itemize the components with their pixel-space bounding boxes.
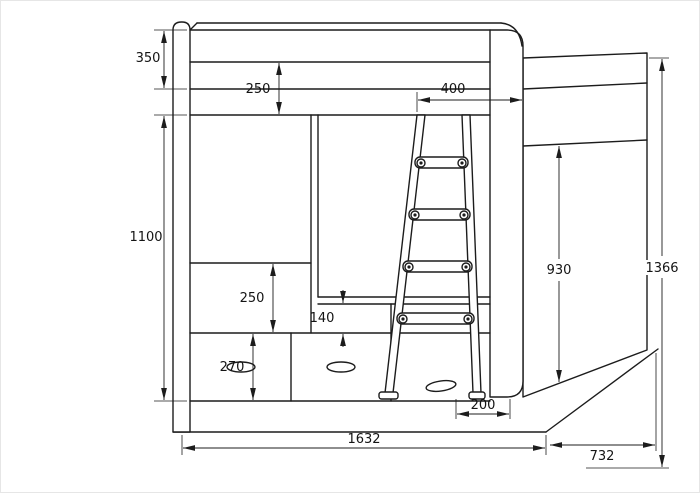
dim-label-upper-drawer: 250 [240,291,265,306]
dim-label-overall-height: 1366 [645,261,678,276]
ladder-rung [402,260,473,273]
ladder-foot [378,391,399,400]
dim-label-ladder-offset: 200 [471,398,496,413]
bolt-icons [398,158,473,324]
bolt-icon [463,314,473,324]
dim-label-rear-height: 930 [547,263,572,278]
bolt-icon [413,213,417,217]
extension-lines [154,29,669,469]
ladder-rung [396,312,475,325]
dim-label-guard-height: 250 [246,82,271,97]
ladder-rung [414,156,469,169]
base [172,348,659,433]
dim-label-overall-depth: 732 [590,449,615,464]
bolt-icon [398,314,408,324]
dimension-labels: 350 250 400 1100 250 140 270 930 1366 20… [129,51,679,464]
dim-label-overall-width: 1632 [347,432,380,447]
drawer-unit [189,262,491,402]
bolt-icon [404,262,414,272]
label-bg [645,260,679,275]
bolt-icon [460,161,464,165]
bolt-icon [466,317,470,321]
rear-panel [522,52,648,398]
ladder-rung [408,208,471,221]
left-side-panel [172,21,191,433]
dimension-lines [161,31,665,467]
bolt-icon [462,213,466,217]
right-front-panel [489,29,524,398]
bolt-icon [464,265,468,269]
label-bg [544,262,574,277]
dim-label-mid-height: 1100 [129,230,162,245]
bed-structure [172,21,659,433]
bolt-icon [410,210,420,220]
bolt-icon [419,161,423,165]
bolt-icon [416,158,426,168]
dim-label-top-rail: 350 [136,51,161,66]
middle-divider [310,114,319,334]
bolt-icon [401,317,405,321]
ladder [378,114,486,400]
bolt-icon [461,262,471,272]
drawer-handle [326,361,356,373]
dim-label-ladder-width: 400 [441,82,466,97]
drawer-handle [425,379,457,393]
bolt-icon [457,158,467,168]
bolt-icon [407,265,411,269]
dim-label-lower-drawer: 270 [220,360,245,375]
top-rail [189,22,523,63]
ladder-foot [468,391,486,400]
dim-label-recess: 140 [310,311,335,326]
bolt-icon [459,210,469,220]
upper-platform [189,88,491,116]
